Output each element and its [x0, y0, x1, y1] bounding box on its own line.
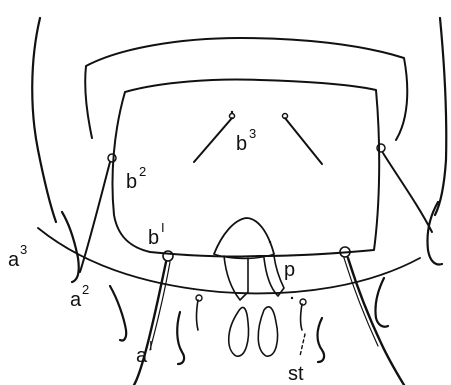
left-body-wall: [32, 18, 56, 222]
label-b2: b: [126, 171, 137, 193]
anal-cone: [214, 218, 274, 254]
seta-a1-left: [177, 312, 184, 364]
label-a1: a: [136, 345, 148, 367]
label-b3-sup: 3: [249, 126, 256, 141]
seta-a1-right: [318, 318, 325, 362]
label-b3: b: [236, 133, 247, 155]
right-body-wall: [435, 18, 446, 215]
seta-a2-right: [375, 278, 388, 327]
seta-b3-right-socket: [283, 114, 288, 119]
seta-b2-left-socket: [108, 154, 116, 162]
seta-b3-left: [194, 118, 232, 162]
label-b1: b: [148, 227, 159, 249]
small-ring-right: [300, 299, 306, 305]
small-ring-left: [196, 295, 202, 301]
seta-b1-left-socket: [163, 251, 173, 261]
dot-3: [291, 297, 293, 299]
seta-a3-right: [427, 202, 442, 264]
label-b2-sup: 2: [139, 164, 146, 179]
label-a2-sup: 2: [82, 282, 89, 297]
seta-b3-right: [285, 118, 322, 164]
small-seta-left: [197, 300, 199, 330]
label-a3: a: [8, 249, 20, 271]
seta-b2-right: [383, 153, 432, 232]
lower-arch: [38, 228, 420, 293]
seta-b3-left-socket: [230, 114, 235, 119]
paraproct-right: [264, 256, 284, 296]
seta-b1-left-inner: [150, 262, 170, 350]
left-stippled-lobe: [229, 307, 249, 356]
right-stippled-lobe: [258, 307, 277, 356]
seta-a2-left: [110, 286, 126, 341]
dot-2: [269, 241, 271, 243]
label-a1-sup: I: [149, 338, 153, 353]
seta-b2-left: [80, 162, 110, 272]
st-pointer: [300, 334, 305, 356]
seta-b1-right-inner: [344, 258, 378, 346]
label-p: p: [284, 259, 295, 281]
small-seta-right: [301, 304, 303, 330]
label-a3-sup: 3: [20, 242, 27, 257]
dot-1: [231, 111, 233, 113]
label-st: st: [288, 363, 304, 385]
label-b1-sup: I: [161, 220, 165, 235]
label-a2: a: [70, 289, 82, 311]
